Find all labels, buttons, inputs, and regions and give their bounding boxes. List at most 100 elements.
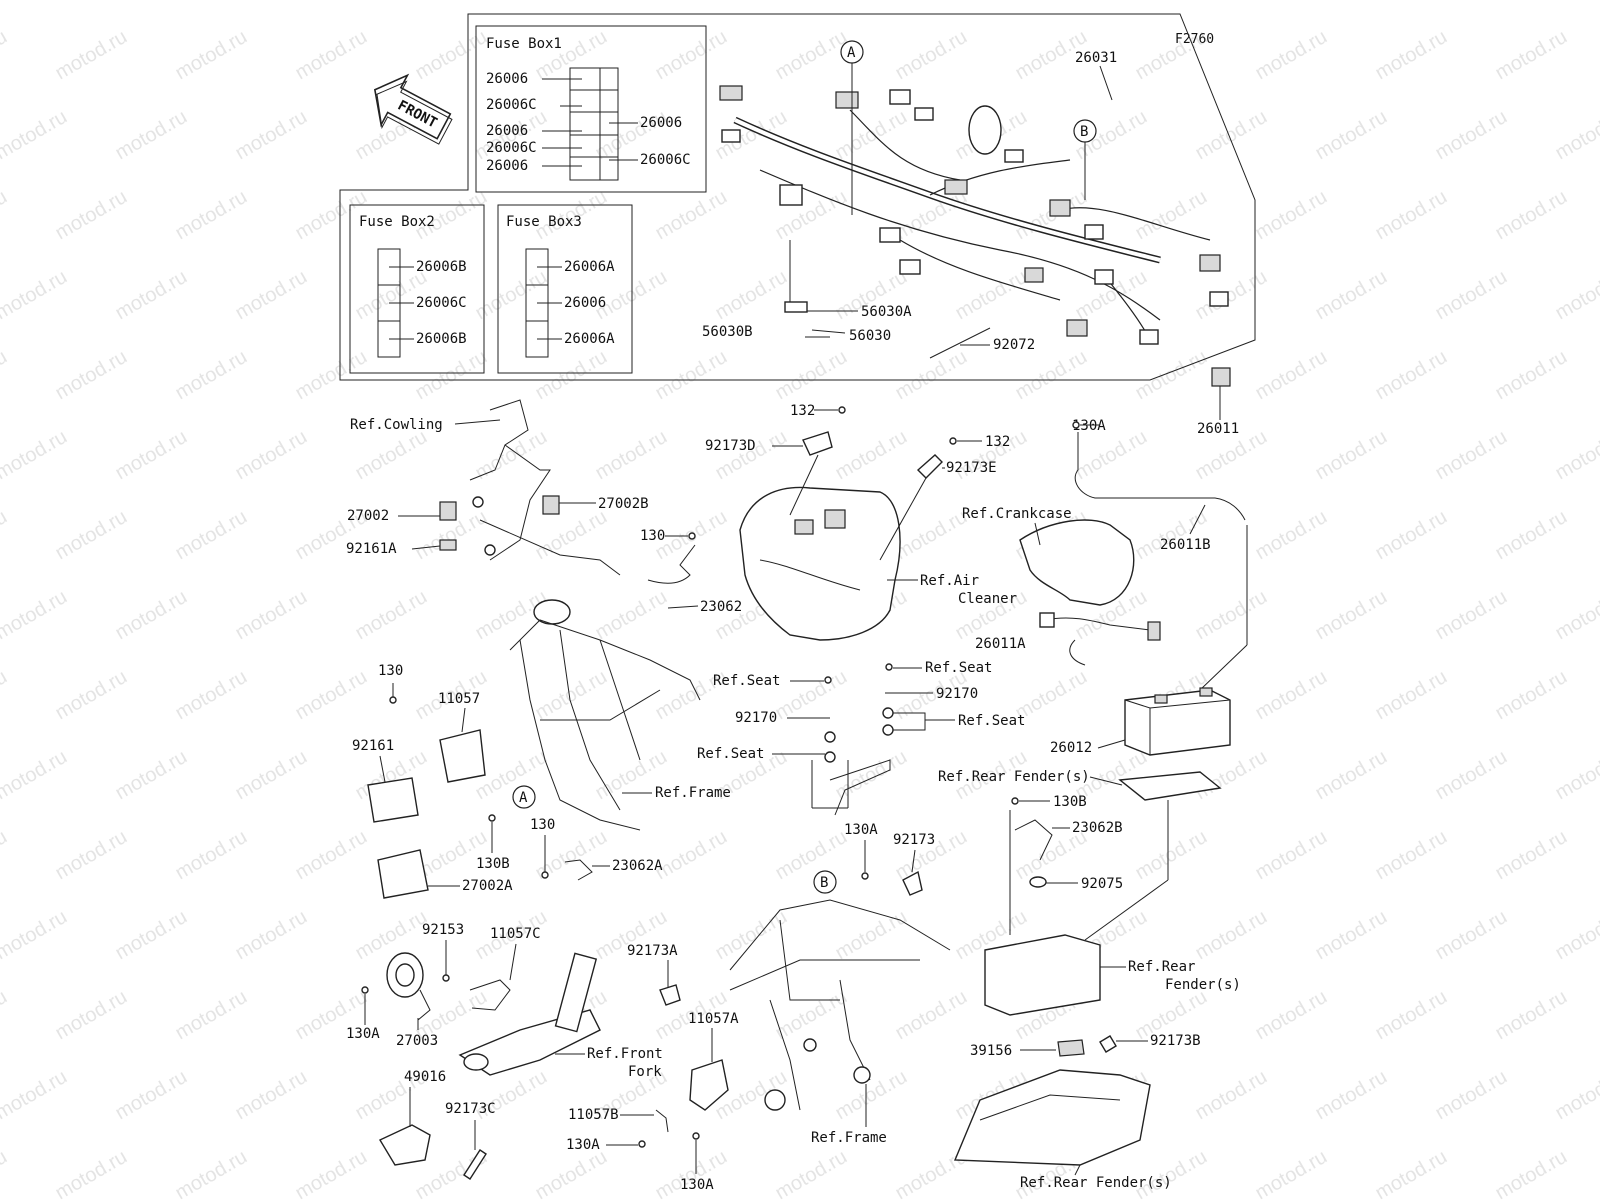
watermark-text: motod.ru [1552,0,1600,4]
watermark-text: motod.ru [652,26,731,85]
watermark-text: motod.ru [0,1146,11,1200]
watermark-text: motod.ru [1372,666,1451,725]
watermark-text: motod.ru [1372,1146,1451,1200]
part-label-92173c: 92173C [445,1101,496,1117]
part-label-23062b: 23062B [1072,820,1123,836]
watermark-text: motod.ru [0,746,71,805]
ref-air-cleaner-label-2: Cleaner [958,591,1017,607]
watermark-text: motod.ru [1552,1066,1600,1125]
fuse-box-1-left-label: 26006C [486,140,537,156]
watermark-text: motod.ru [832,1066,911,1125]
watermark-text: motod.ru [1552,746,1600,805]
watermark-text: motod.ru [1132,506,1211,565]
watermark-text: motod.ru [172,186,251,245]
watermark-text: motod.ru [292,826,371,885]
part-label-27002: 27002 [347,508,389,524]
marker-a: A [840,40,864,215]
watermark-text: motod.ru [1492,1146,1571,1200]
ref-air-cleaner-label-1: Ref.Air [920,573,979,589]
ref-front-fork-label-1: Ref.Front [587,1046,663,1062]
watermark-text: motod.ru [1492,346,1571,405]
watermark-text: motod.ru [112,906,191,965]
watermark-text: motod.ru [1252,186,1331,245]
watermark-text: motod.ru [1132,186,1211,245]
watermark-text: motod.ru [1492,666,1571,725]
part-label-11057b: 11057B [568,1107,619,1123]
watermark-text: motod.ru [952,266,1031,325]
watermark-text: motod.ru [52,186,131,245]
part-label-130b-right: 130B [1053,794,1087,810]
part-label-92075: 92075 [1081,876,1123,892]
watermark-text: motod.ru [1492,826,1571,885]
part-label-130a-b2: 130A [680,1177,714,1193]
watermark-text: motod.ru [172,666,251,725]
unit-27002a-icon [377,849,429,899]
part-label-56030b: 56030B [702,324,753,340]
watermark-text: motod.ru [652,346,731,405]
watermark-text: motod.ru [292,346,371,405]
ref-rear-fender-label-2a: Ref.Rear [1128,959,1195,975]
ref-seat-label-2: Ref.Seat [925,660,992,676]
watermark-text: motod.ru [832,106,911,165]
fuse-box-1-title: Fuse Box1 [486,36,562,52]
fuse-box-2: Fuse Box2 26006B 26006C 26006B [349,204,485,374]
part-label-92161a: 92161A [346,541,397,557]
watermark-text: motod.ru [472,0,551,4]
ref-rear-fender-label-3: Ref.Rear Fender(s) [1020,1175,1172,1191]
part-label-92153: 92153 [422,922,464,938]
figure-code: F2760 [1175,32,1214,47]
watermark-text: motod.ru [1312,746,1391,805]
watermark-text: motod.ru [1132,1146,1211,1200]
watermark-text: motod.ru [1192,106,1271,165]
watermark-text: motod.ru [1432,426,1511,485]
watermark-text: motod.ru [1432,106,1511,165]
fuse-box-3-label: 26006A [564,331,615,347]
fuse-box-3-label: 26006 [564,295,606,311]
watermark-text: motod.ru [0,106,71,165]
part-label-92161: 92161 [352,738,394,754]
part-label-130a-mid: 130A [844,822,878,838]
watermark-text: motod.ru [1552,426,1600,485]
part-label-26012: 26012 [1050,740,1092,756]
watermark-text: motod.ru [1552,266,1600,325]
part-label-11057a: 11057A [688,1011,739,1027]
watermark-text: motod.ru [1252,666,1331,725]
watermark-text: motod.ru [1192,266,1271,325]
watermark-text: motod.ru [1132,826,1211,885]
watermark-text: motod.ru [0,266,71,325]
unit-27002b-icon [542,495,560,515]
watermark-text: motod.ru [772,986,851,1045]
watermark-text: motod.ru [772,346,851,405]
part-label-130a-top: 130A [1072,418,1106,434]
fuse-box-2-label: 26006B [416,259,467,275]
part-label-39156: 39156 [970,1043,1012,1059]
cowling-bracket [469,399,621,576]
watermark-text: motod.ru [712,0,791,4]
watermark-text: motod.ru [1492,186,1571,245]
watermark-text: motod.ru [1252,1146,1331,1200]
main-frame-front [509,599,701,831]
part-label-56030: 56030 [849,328,891,344]
fuse-box-1-right-label: 26006C [640,152,691,168]
part-label-56030a: 56030A [861,304,912,320]
watermark-text: motod.ru [1252,26,1331,85]
marker-b: B [1073,119,1097,200]
part-label-92170-a: 92170 [936,686,978,702]
harness-group-frame [339,13,1256,381]
watermark-text: motod.ru [532,26,611,85]
watermark-text: motod.ru [1252,986,1331,1045]
part-label-23062: 23062 [700,599,742,615]
watermark-text: motod.ru [52,666,131,725]
watermark-text: motod.ru [0,586,71,645]
watermark-text: motod.ru [172,26,251,85]
fuse-box-2-label: 26006B [416,331,467,347]
ref-rear-fender-label-1: Ref.Rear Fender(s) [938,769,1090,785]
watermark-text: motod.ru [1372,826,1451,885]
fuse-box-2-label: 26006C [416,295,467,311]
watermark-text: motod.ru [112,746,191,805]
watermark-text: motod.ru [772,826,851,885]
watermark-text: motod.ru [0,666,11,725]
watermark-text: motod.ru [1492,26,1571,85]
part-label-92173: 92173 [893,832,935,848]
